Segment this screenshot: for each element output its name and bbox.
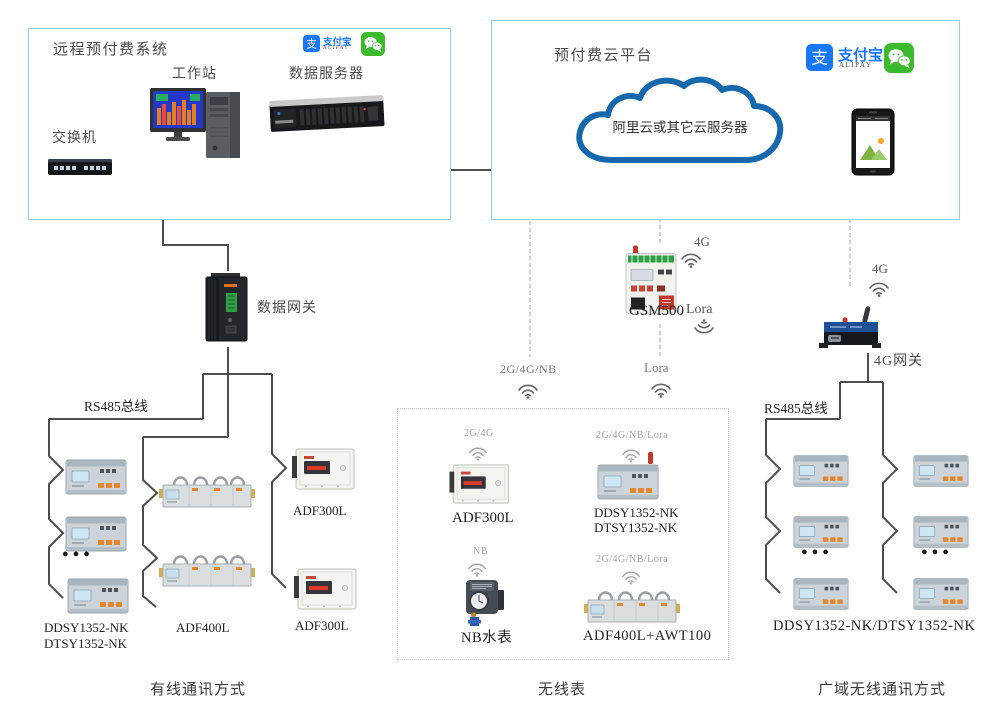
alipay-name: 支付宝 — [323, 38, 352, 48]
rs485-label-right: RS485总线 — [764, 401, 828, 416]
gsm-4g-wifi-icon — [679, 250, 703, 268]
ddsy-wireless-image — [596, 461, 660, 503]
adf300l-image — [292, 447, 356, 491]
alipay-sub: ALIPAY — [323, 46, 350, 51]
wan-4g-wifi-icon — [867, 279, 891, 297]
ellipsis-dots: ●●● — [921, 546, 953, 558]
link-lora-wifi-icon — [649, 380, 673, 398]
water-wifi-icon — [466, 560, 488, 577]
rack-server-image — [269, 95, 385, 132]
adf300l-wireless-image — [449, 463, 511, 505]
4g-gateway-image — [818, 305, 882, 353]
adf400l-wireless-wifi-icon — [620, 568, 642, 585]
wired-section-title: 有线通讯方式 — [150, 682, 247, 698]
cloud-image — [576, 76, 784, 163]
wechat-icon-large — [884, 43, 914, 73]
din-meter-image — [913, 574, 969, 614]
workstation-tower-image — [206, 92, 240, 158]
nb-water-meter-image — [460, 576, 506, 628]
rs485-label-left: RS485总线 — [84, 399, 148, 414]
gsm-4g-label: 4G — [694, 234, 710, 249]
link-2g4gnb-wifi-icon — [516, 381, 540, 399]
adf300l-top-label: ADF300L — [293, 503, 347, 518]
gsm500-label: GSM500 — [629, 303, 685, 319]
adf400l-image — [159, 472, 255, 512]
link-lora-label: Lora — [644, 360, 669, 375]
alipay-icon-large — [806, 44, 833, 71]
wired-meter-model-2: DTSY1352-NK — [44, 636, 128, 651]
ddsy-wireless-model-2: DTSY1352-NK — [594, 520, 678, 535]
solid-wires — [48, 131, 899, 608]
data-gateway-image — [202, 271, 252, 347]
data-gateway-label: 数据网关 — [257, 301, 317, 316]
gsm-lora-label: Lora — [686, 302, 713, 317]
workstation-label: 工作站 — [172, 67, 217, 82]
gsm-lora-wifi-icon — [692, 319, 716, 337]
water-radio-label: NB — [473, 546, 488, 557]
din-meter-image — [65, 455, 127, 499]
local-system-title: 远程预付费系统 — [53, 42, 169, 58]
wan-section-title: 广域无线通讯方式 — [818, 682, 947, 698]
water-meter-label: NB水表 — [461, 630, 513, 646]
din-meter-image — [793, 574, 849, 614]
din-meter-image — [67, 574, 129, 618]
switch-label: 交换机 — [52, 131, 97, 146]
wireless-section-title: 无线表 — [538, 682, 587, 698]
ellipsis-dots: ●●● — [801, 546, 833, 558]
din-meter-image — [913, 451, 969, 491]
alipay-sub-large: ALIPAY — [839, 61, 873, 69]
ddsy-wireless-model-1: DDSY1352-NK — [594, 505, 679, 520]
ddsy-radio-label: 2G/4G/NB/Lora — [596, 430, 669, 441]
ddsy-antenna — [648, 452, 653, 464]
adf300l-image — [294, 567, 358, 611]
link-2g4gnb-label: 2G/4G/NB — [500, 362, 557, 376]
wired-meter-model-1: DDSY1352-NK — [44, 620, 129, 635]
wan-meters-label: DDSY1352-NK/DTSY1352-NK — [773, 618, 976, 634]
ellipsis-dots: ●●● — [62, 548, 94, 560]
cloud-server-text: 阿里云或其它云服务器 — [612, 120, 748, 135]
mobile-phone-image — [851, 108, 895, 176]
adf400l-wireless-label: ADF400L+AWT100 — [583, 628, 712, 644]
workstation-monitor-image — [150, 88, 206, 141]
alipay-icon — [303, 35, 320, 52]
adf300l-wifi-icon — [467, 444, 489, 461]
adf400l-image — [159, 551, 255, 591]
cloud-platform-title: 预付费云平台 — [554, 48, 654, 64]
din-meter-image — [793, 451, 849, 491]
wireless-meters-box — [397, 408, 729, 660]
alipay-name-large: 支付宝 — [838, 48, 884, 64]
data-server-label: 数据服务器 — [289, 67, 364, 82]
adf300l-radio-label: 2G/4G — [464, 428, 494, 439]
adf400l-wireless-radio-label: 2G/4G/NB/Lora — [596, 554, 669, 565]
wechat-icon — [361, 32, 385, 56]
adf300l-wireless-label: ADF300L — [452, 510, 514, 526]
adf400l-wireless-image — [584, 587, 680, 627]
adf300l-bottom-label: ADF300L — [295, 618, 349, 633]
adf400l-label: ADF400L — [176, 620, 230, 635]
4g-gateway-label: 4G网关 — [874, 354, 924, 369]
wan-4g-label: 4G — [872, 261, 888, 276]
switch-image — [48, 159, 112, 175]
